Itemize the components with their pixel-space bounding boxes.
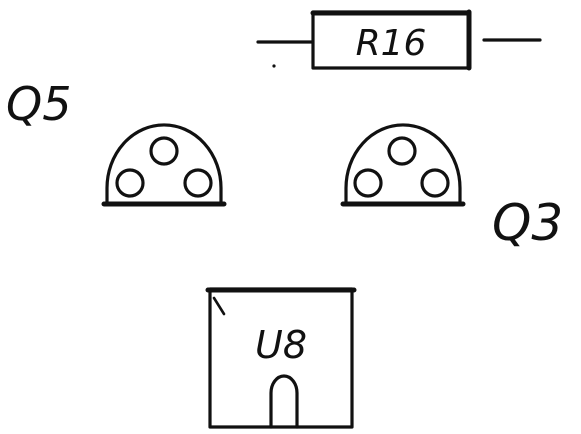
transistor-ref-label: Q3 bbox=[492, 194, 563, 252]
transistor-outline bbox=[105, 123, 223, 205]
transistor-outline bbox=[344, 123, 462, 205]
ink-dot bbox=[272, 64, 276, 68]
transistor-q3: Q3 bbox=[340, 123, 563, 252]
ic-ref-label: U8 bbox=[255, 323, 307, 367]
transistor-pad-right bbox=[183, 168, 213, 198]
resistor-ref-label: R16 bbox=[356, 23, 427, 64]
ic-notch bbox=[269, 374, 299, 429]
transistor-q5: Q5 bbox=[6, 77, 227, 207]
transistor-ref-label: Q5 bbox=[6, 77, 71, 131]
ic-u8: U8 bbox=[205, 287, 357, 429]
transistor-pad-middle bbox=[387, 136, 417, 166]
ic-corner-mark bbox=[212, 296, 226, 316]
transistor-pad-left bbox=[115, 168, 145, 198]
resistor-r16: R16 bbox=[256, 9, 542, 71]
transistor-pad-middle bbox=[149, 136, 179, 166]
transistor-pad-left bbox=[353, 168, 383, 198]
transistor-pad-right bbox=[420, 168, 450, 198]
